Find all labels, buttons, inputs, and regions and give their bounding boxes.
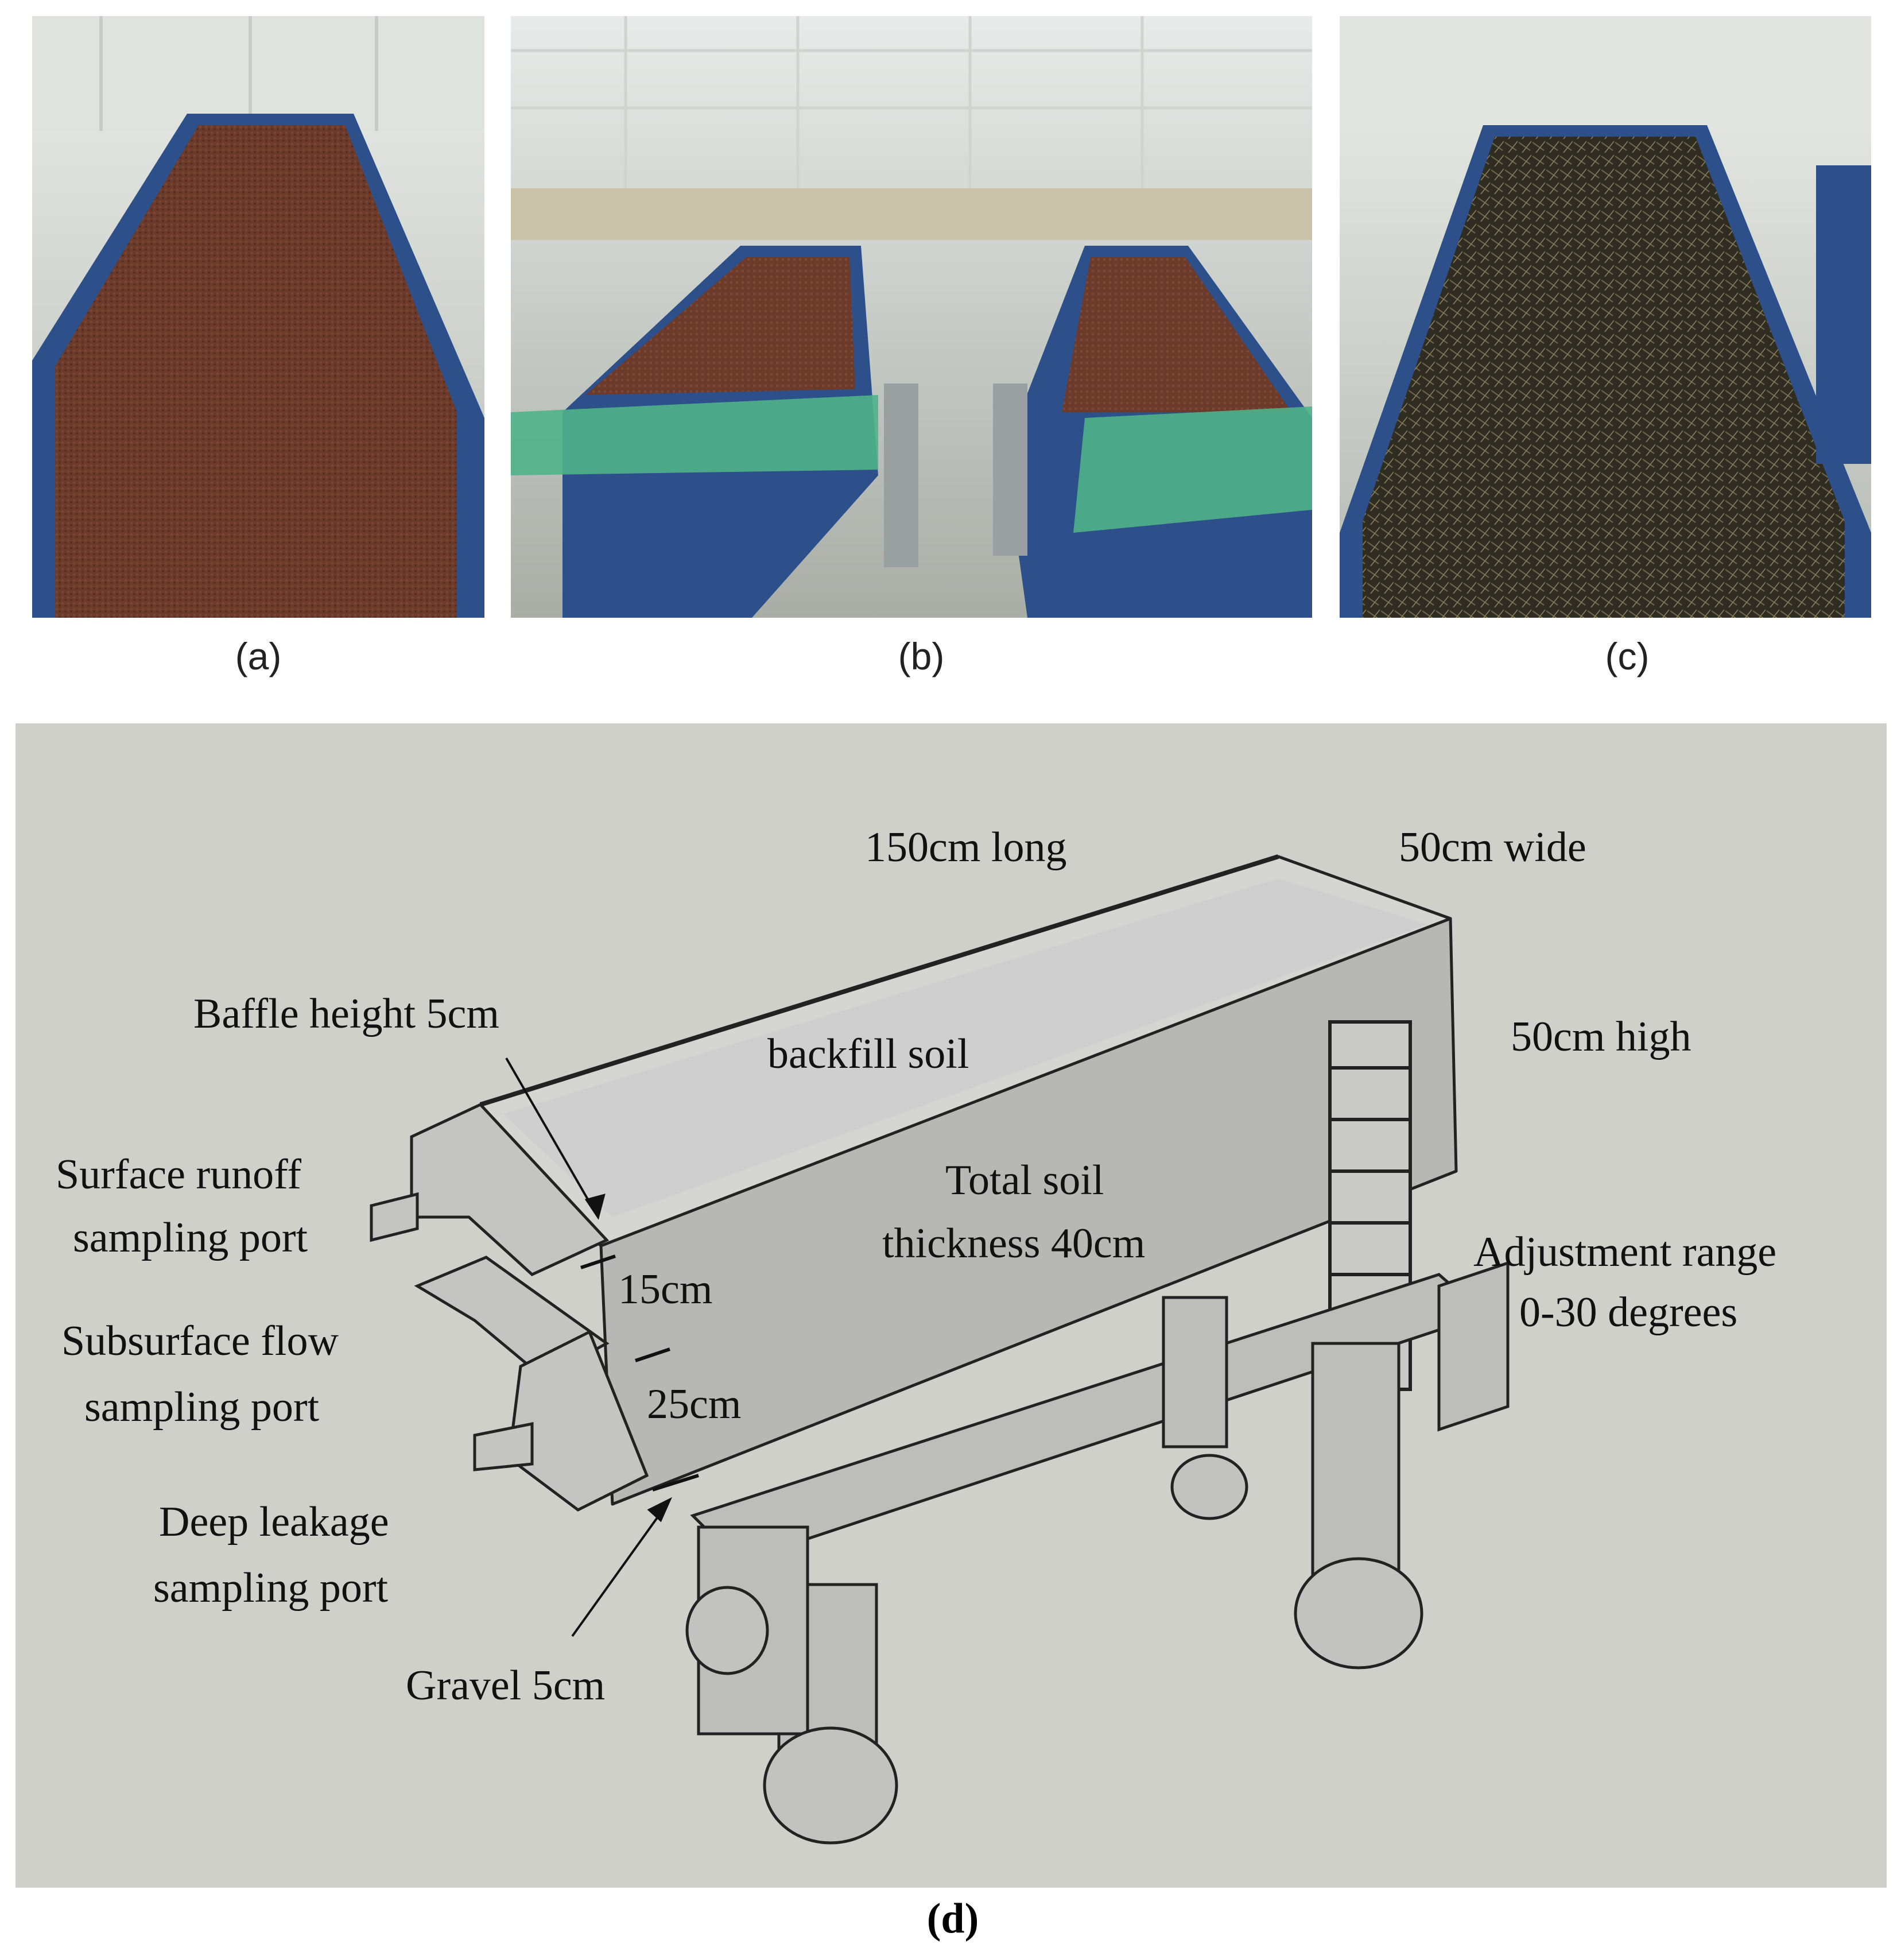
- photo-straw-tank: [1340, 16, 1871, 618]
- label-baffle: Baffle height 5cm: [193, 990, 499, 1037]
- sampling-troughs: [370, 1102, 649, 1512]
- label-surface-2: sampling port: [73, 1214, 308, 1261]
- label-total-soil-1: Total soil: [945, 1157, 1104, 1204]
- layer-ticks: [580, 1254, 699, 1492]
- tank-body: [479, 854, 1458, 1506]
- panel-label-c: (c): [1605, 635, 1650, 677]
- wheel-front-right: [1294, 1557, 1423, 1670]
- flume-diagram: 150cm long 50cm wide 50cm high Baffle he…: [15, 723, 1887, 1888]
- gravel-arrow: [571, 1503, 668, 1637]
- wheels: [685, 1454, 1423, 1845]
- label-subsurface-1: Subsurface flow: [61, 1318, 339, 1365]
- label-adjust-2: 0-30 degrees: [1519, 1289, 1737, 1336]
- wheel-rear-left: [685, 1586, 769, 1675]
- label-height: 50cm high: [1511, 1013, 1691, 1060]
- label-deep-2: sampling port: [153, 1564, 388, 1612]
- photo-two-tanks: [511, 16, 1312, 618]
- pointer-arrows: [505, 1057, 673, 1637]
- wheel-rear-right: [1170, 1454, 1248, 1520]
- wheel-front-left: [763, 1726, 898, 1845]
- label-subsurface-2: sampling port: [84, 1384, 319, 1431]
- label-total-soil-2: thickness 40cm: [882, 1220, 1145, 1267]
- panel-label-a: (a): [235, 635, 282, 677]
- label-adjust-1: Adjustment range: [1473, 1229, 1776, 1276]
- label-layer-15: 15cm: [618, 1266, 712, 1313]
- panel-label-b: (b): [898, 635, 945, 677]
- photo-soil-tank: [32, 16, 484, 618]
- label-surface-1: Surface runoff: [56, 1151, 301, 1198]
- panel-label-d: (d): [926, 1895, 979, 1942]
- baffle-arrow: [505, 1057, 599, 1218]
- label-gravel: Gravel 5cm: [406, 1662, 605, 1709]
- label-length: 150cm long: [865, 824, 1066, 871]
- label-layer-25: 25cm: [647, 1381, 741, 1428]
- label-width: 50cm wide: [1399, 824, 1586, 871]
- label-deep-1: Deep leakage: [159, 1498, 389, 1545]
- label-backfill: backfill soil: [767, 1031, 969, 1078]
